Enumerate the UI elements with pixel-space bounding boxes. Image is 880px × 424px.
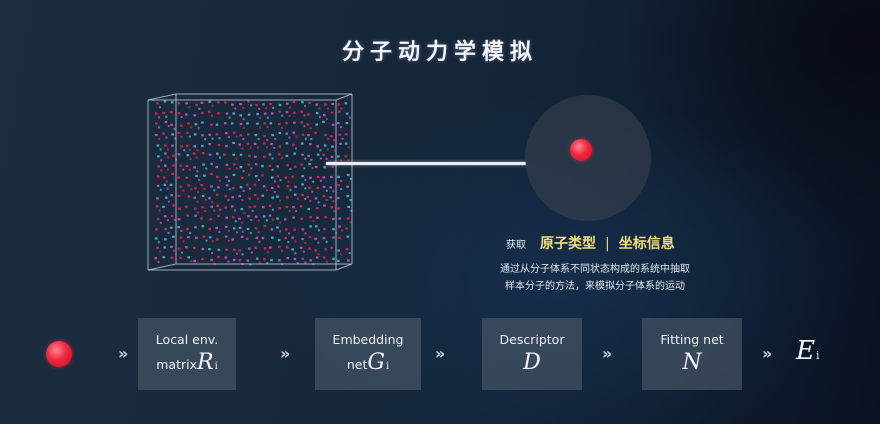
simulation-box-cube [146, 92, 358, 272]
zoomed-atom-icon [570, 139, 592, 161]
step-name: Embedding [332, 332, 404, 347]
double-chevron-right-icon: » [602, 344, 612, 363]
input-atom-icon [46, 341, 72, 367]
separator: | [605, 236, 610, 252]
acquire-label: 获取 [506, 240, 526, 251]
step-symbol: N [682, 350, 702, 375]
step-descriptor: Descriptor D [482, 318, 582, 390]
zoom-connector-line [326, 162, 526, 165]
output-subscript: i [815, 349, 820, 362]
step-symbol: D [523, 350, 541, 375]
step-embedding-net: Embedding net G i [315, 318, 421, 390]
step-prefix: net [346, 357, 368, 372]
step-name: Local env. [155, 332, 219, 347]
double-chevron-right-icon: » [762, 344, 772, 363]
step-subscript: i [214, 361, 218, 372]
output-symbol: E [796, 336, 815, 366]
double-chevron-right-icon: » [280, 344, 290, 363]
description: 通过从分子体系不同状态构成的系统中抽取 样本分子的方法，来模拟分子体系的运动 [482, 261, 708, 295]
output-energy: E i [796, 336, 820, 366]
step-symbol: G [367, 350, 385, 375]
double-chevron-right-icon: » [118, 344, 128, 363]
atom-type-label: 原子类型 [540, 236, 596, 252]
molecule-lattice-illustration [147, 93, 353, 271]
description-line-2: 样本分子的方法，来模拟分子体系的运动 [505, 281, 685, 292]
step-prefix: matrix [156, 357, 197, 372]
step-symbol: R [196, 350, 214, 375]
description-line-1: 通过从分子体系不同状态构成的系统中抽取 [500, 264, 690, 275]
step-subscript: i [385, 361, 390, 372]
step-name: Descriptor [499, 332, 565, 347]
acquire-info: 获取 原子类型 | 坐标信息 [506, 233, 675, 253]
step-local-env-matrix: Local env. matrix R i [138, 318, 236, 390]
coordinate-info-label: 坐标信息 [618, 236, 675, 252]
step-name: Fitting net [660, 332, 724, 347]
double-chevron-right-icon: » [435, 344, 445, 363]
page-title: 分子动力学模拟 [341, 40, 538, 65]
step-fitting-net: Fitting net N [642, 318, 742, 390]
